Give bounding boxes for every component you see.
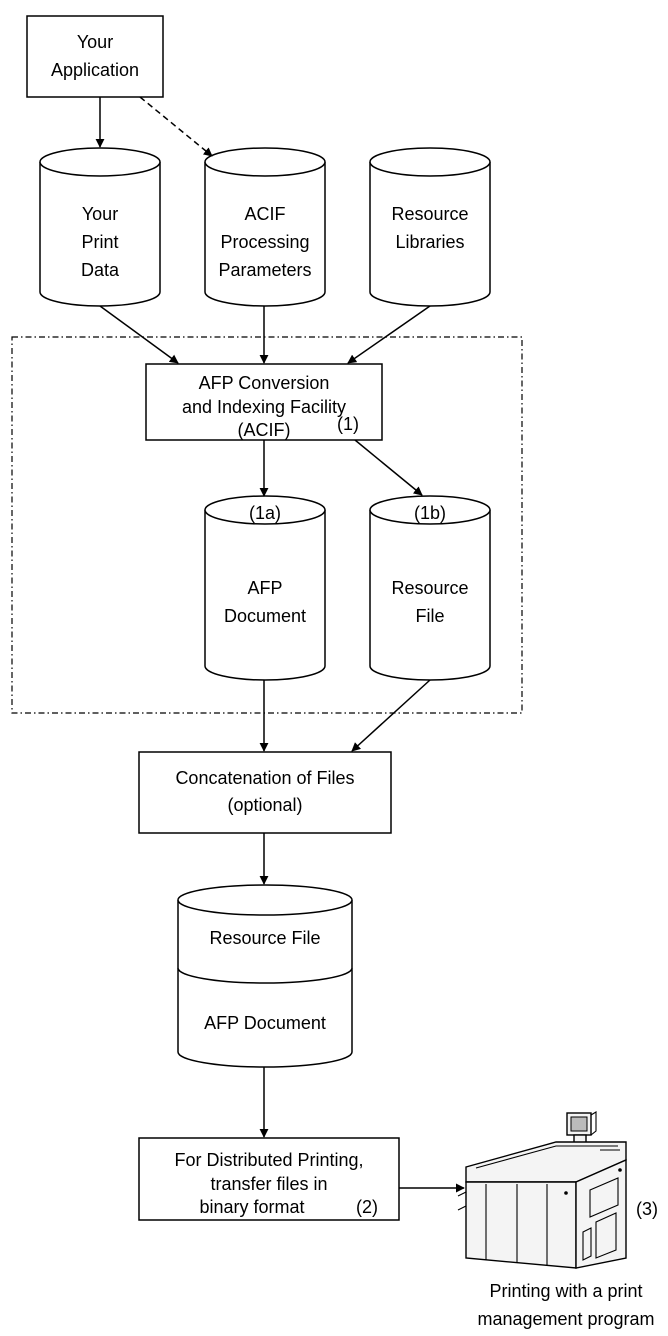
combined-file-top-label: Resource File bbox=[209, 928, 320, 948]
transfer-box: For Distributed Printing, transfer files… bbox=[138, 1137, 400, 1221]
combined-file-bottom-label: AFP Document bbox=[204, 1013, 326, 1033]
resource-libraries-cylinder: Resource Libraries bbox=[369, 147, 491, 307]
combined-file-divider bbox=[177, 967, 353, 984]
arrow-libraries-to-acif bbox=[347, 305, 431, 364]
concatenation-line-2: (optional) bbox=[227, 795, 302, 815]
transfer-line-3: binary format bbox=[199, 1197, 304, 1217]
acif-line-2: and Indexing Facility bbox=[182, 397, 346, 417]
resource-libraries-line-2: Libraries bbox=[395, 232, 464, 252]
acif-line-1: AFP Conversion bbox=[199, 373, 330, 393]
resource-file-line-1: Resource bbox=[391, 578, 468, 598]
your-application-line-2: Application bbox=[51, 60, 139, 80]
arrow-print-data-to-acif bbox=[99, 305, 179, 364]
acif-parameters-line-2: Processing bbox=[220, 232, 309, 252]
your-print-data-line-2: Print bbox=[81, 232, 118, 252]
concatenation-line-1: Concatenation of Files bbox=[175, 768, 354, 788]
arrow-resource-file-to-concatenation bbox=[351, 679, 431, 752]
resource-file-marker: (1b) bbox=[414, 503, 446, 523]
resource-libraries-line-1: Resource bbox=[391, 204, 468, 224]
resource-file-cylinder: (1b) Resource File bbox=[369, 495, 491, 681]
transfer-marker: (2) bbox=[356, 1197, 378, 1217]
your-application-line-1: Your bbox=[77, 32, 113, 52]
printer-caption-line-2: management program bbox=[477, 1309, 654, 1329]
acif-parameters-line-1: ACIF bbox=[244, 204, 285, 224]
concatenation-box: Concatenation of Files (optional) bbox=[138, 751, 392, 834]
acif-line-3: (ACIF) bbox=[238, 420, 291, 440]
acif-box: AFP Conversion and Indexing Facility (AC… bbox=[145, 363, 383, 441]
printer-caption-line-1: Printing with a print bbox=[489, 1281, 642, 1301]
arrow-acif-to-resource-file bbox=[354, 439, 423, 496]
printer-marker: (3) bbox=[636, 1199, 658, 1219]
your-application-box: Your Application bbox=[26, 15, 164, 98]
printer-icon bbox=[457, 1111, 627, 1269]
acif-marker: (1) bbox=[337, 414, 359, 434]
afp-document-marker: (1a) bbox=[249, 503, 281, 523]
resource-file-line-2: File bbox=[415, 606, 444, 626]
your-print-data-cylinder: Your Print Data bbox=[39, 147, 161, 307]
acif-processing-frame bbox=[11, 336, 523, 714]
your-print-data-line-3: Data bbox=[81, 260, 120, 280]
arrow-application-to-parameters bbox=[139, 96, 213, 157]
your-print-data-line-1: Your bbox=[82, 204, 118, 224]
acif-processing-parameters-cylinder: ACIF Processing Parameters bbox=[204, 147, 326, 307]
acif-parameters-line-3: Parameters bbox=[218, 260, 311, 280]
afp-document-line-2: Document bbox=[224, 606, 306, 626]
combined-file-cylinder: Resource File AFP Document bbox=[177, 884, 353, 1068]
transfer-line-1: For Distributed Printing, bbox=[174, 1150, 363, 1170]
transfer-line-2: transfer files in bbox=[210, 1174, 327, 1194]
afp-document-cylinder: (1a) AFP Document bbox=[204, 495, 326, 681]
afp-document-line-1: AFP bbox=[247, 578, 282, 598]
